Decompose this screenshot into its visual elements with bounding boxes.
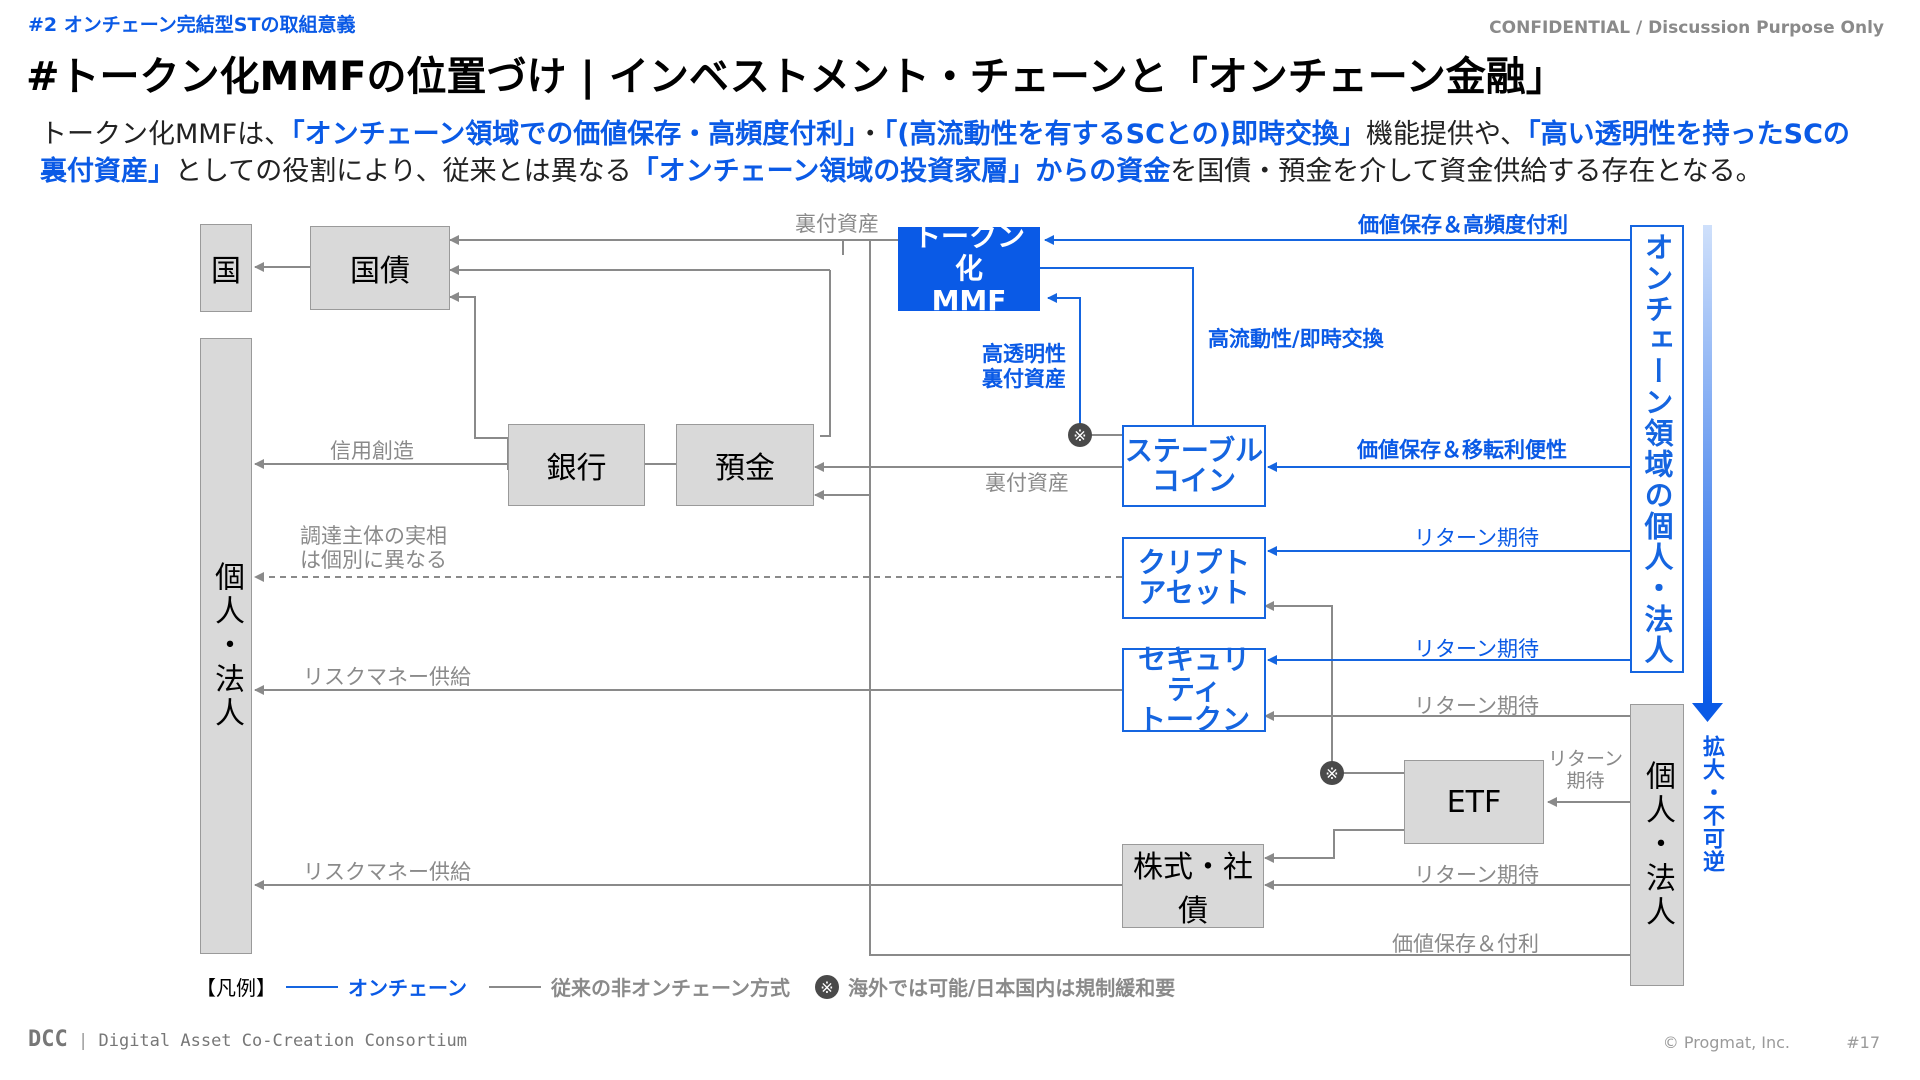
edge-label-value-transfer: 価値保存＆移転利便性	[1357, 438, 1567, 462]
deposit-box: 預金	[676, 424, 814, 506]
lead-highlight-1: 「オンチェーン領域での価値保存・高頻度付利」	[291, 119, 857, 150]
individuals-right-label: 個人・法人	[1640, 760, 1675, 930]
edge-label-return-3: リターン期待	[1414, 694, 1539, 718]
stablecoin-label: ステーブル コイン	[1124, 434, 1264, 497]
country-box: 国	[200, 224, 252, 312]
page-title: #トークン化MMFの位置づけ | インベストメント・チェーンと「オンチェーン金融…	[26, 54, 1566, 100]
lead-text-3: 機能提供や、	[1365, 119, 1528, 150]
security-token-label: セキュリティ トークン	[1137, 643, 1250, 736]
edge-label-procurement: 調達主体の実相 は個別に異なる	[300, 524, 447, 572]
stocks-bonds-box: 株式・社債	[1122, 844, 1264, 929]
jgb-box: 国債	[310, 226, 450, 310]
etf-box: ETF	[1404, 760, 1544, 844]
legend-onchain-label: オンチェーン	[348, 976, 467, 1000]
lead-highlight-4: 「オンチェーン領域の投資家層」からの資金	[631, 156, 1171, 187]
crypto-asset-box: クリプト アセット	[1122, 537, 1266, 619]
confidential-label: CONFIDENTIAL / Discussion Purpose Only	[1489, 18, 1884, 38]
lead-text-2: ・	[856, 119, 884, 150]
footer-logo: DCC | Digital Asset Co-Creation Consorti…	[28, 1027, 467, 1052]
individuals-left-box: 個人・法人	[200, 338, 252, 954]
tokenized-mmf-box: トークン化 MMF	[898, 221, 1040, 317]
individuals-right-box: 個人・法人	[1630, 704, 1684, 986]
edge-label-value-storage-2: 価値保存＆付利	[1392, 932, 1539, 956]
edge-label-backing-mid: 裏付資産	[985, 471, 1069, 495]
section-label: #2 オンチェーン完結型STの取組意義	[28, 14, 356, 36]
country-label: 国	[211, 254, 241, 289]
onchain-investors-label: オンチェーン領域の個人・法人	[1640, 232, 1674, 666]
edge-label-value-storage: 価値保存＆高頻度付利	[1358, 213, 1568, 237]
legend-traditional-line	[489, 985, 541, 988]
legend-traditional-label: 従来の非オンチェーン方式	[551, 976, 790, 1000]
deposit-label: 預金	[715, 451, 775, 486]
lead-highlight-3: 「高い透明性を持ったSCの裏付資産」	[40, 119, 1850, 187]
copyright: © Progmat, Inc.	[1662, 1033, 1790, 1052]
onchain-investors-box: オンチェーン領域の個人・法人	[1630, 225, 1684, 673]
tokenized-mmf-label: トークン化 MMF	[912, 220, 1025, 317]
lead-text-4: としての役割により、従来とは異なる	[175, 156, 632, 187]
stablecoin-box: ステーブル コイン	[1122, 425, 1266, 507]
bank-box: 銀行	[508, 424, 645, 506]
lead-text-1: トークン化MMFは、	[40, 119, 292, 150]
edge-label-credit-creation: 信用創造	[330, 439, 414, 463]
lead-highlight-2: 「(高流動性を有するSCとの)即時交換」	[883, 119, 1366, 150]
stocks-bonds-label: 株式・社債	[1133, 850, 1253, 929]
legend-note-icon: ※	[815, 974, 839, 999]
edge-label-risk-money-1: リスクマネー供給	[303, 665, 471, 689]
crypto-asset-label: クリプト アセット	[1137, 546, 1250, 609]
lead-paragraph: トークン化MMFは、「オンチェーン領域での価値保存・高頻度付利」・「(高流動性を…	[40, 116, 1870, 190]
footer-org: Digital Asset Co-Creation Consortium	[98, 1031, 467, 1051]
security-token-box: セキュリティ トークン	[1122, 643, 1266, 736]
edge-label-return-etf: リターン 期待	[1548, 748, 1624, 792]
individuals-left-label: 個人・法人	[209, 561, 244, 731]
etf-label: ETF	[1446, 784, 1502, 820]
page-number: #17	[1846, 1033, 1880, 1052]
edge-label-return-4: リターン期待	[1414, 863, 1539, 887]
edge-label-return-2: リターン期待	[1414, 637, 1539, 661]
footer-logo-mark: DCC	[28, 1027, 68, 1052]
legend-note-label: 海外では可能/日本国内は規制緩和要	[848, 976, 1176, 1000]
edge-label-return-1: リターン期待	[1414, 526, 1539, 550]
jgb-label: 国債	[350, 254, 410, 289]
edge-label-high-transparency: 高透明性 裏付資産	[982, 342, 1066, 391]
edge-label-high-liquidity: 高流動性/即時交換	[1208, 327, 1384, 351]
legend-title: 【凡例】	[196, 976, 276, 1000]
legend-note-mark: ※	[820, 978, 833, 997]
note-mark-1: ※	[1073, 426, 1086, 445]
expand-irreversible-label: 拡大・不可逆	[1699, 735, 1724, 873]
edge-label-backing-top: 裏付資産	[795, 212, 879, 236]
lead-text-5: を国債・預金を介して資金供給する存在となる。	[1170, 156, 1763, 187]
note-mark-2: ※	[1325, 764, 1338, 783]
legend-onchain-line	[286, 985, 338, 988]
bank-label: 銀行	[546, 451, 607, 486]
legend: 【凡例】 オンチェーン 従来の非オンチェーン方式 ※ 海外では可能/日本国内は規…	[196, 972, 1175, 1001]
edge-label-risk-money-2: リスクマネー供給	[303, 860, 471, 884]
